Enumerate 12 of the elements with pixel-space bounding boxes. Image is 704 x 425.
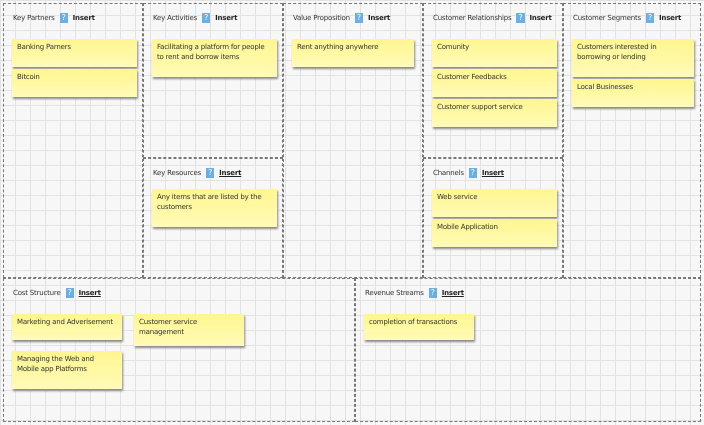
help-icon: ? bbox=[202, 13, 210, 23]
help-icon: ? bbox=[206, 168, 214, 178]
help-icon: ? bbox=[516, 13, 524, 23]
canvas-section bbox=[563, 3, 701, 278]
canvas-section bbox=[3, 3, 143, 278]
canvas-section bbox=[283, 3, 423, 278]
canvas-section bbox=[3, 278, 355, 422]
canvas-section bbox=[355, 278, 701, 422]
canvas-section bbox=[423, 3, 563, 158]
canvas-section bbox=[423, 158, 563, 278]
canvas-section bbox=[143, 158, 283, 278]
canvas-section bbox=[143, 3, 283, 158]
